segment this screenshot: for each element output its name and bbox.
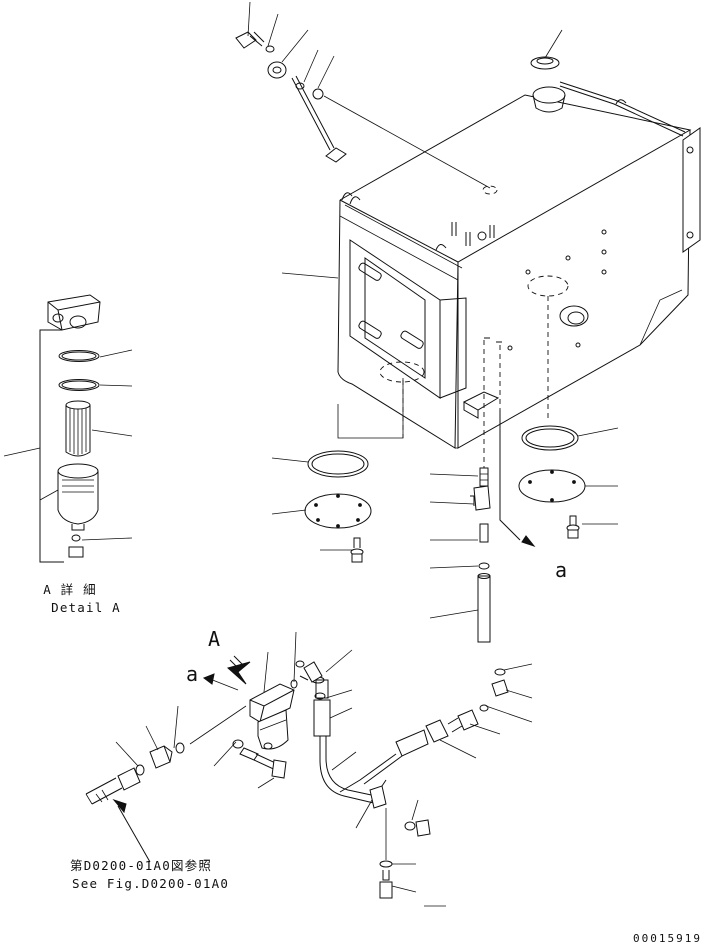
detail-a-jp-label: A 詳 細 (43, 582, 97, 597)
ref-leader-a-left (209, 678, 239, 691)
ref-arrow-a-left (202, 673, 215, 685)
detail-a-en-label: Detail A (51, 600, 121, 615)
drain-fittings (429, 340, 536, 643)
detail-a-filter (3, 294, 133, 563)
ref-marker-a-right: a (555, 558, 567, 582)
left-cover-gaskets (271, 378, 404, 563)
bottom-piping (290, 649, 533, 899)
line-filter-assembly (85, 631, 297, 863)
drawing-number: 00015919 (633, 932, 702, 944)
reference-note-jp: 第D0200-01A0図参照 (70, 858, 212, 873)
ref-marker-a-left: a (186, 662, 198, 686)
view-arrow-a (226, 655, 251, 685)
hydraulic-tank (337, 56, 701, 449)
tank-callout (281, 272, 339, 279)
view-marker-a: A (208, 627, 220, 651)
right-cover-gaskets (518, 296, 619, 539)
level-gauge-assembly (235, 1, 563, 195)
reference-note-en: See Fig.D0200-01A0 (72, 876, 229, 891)
